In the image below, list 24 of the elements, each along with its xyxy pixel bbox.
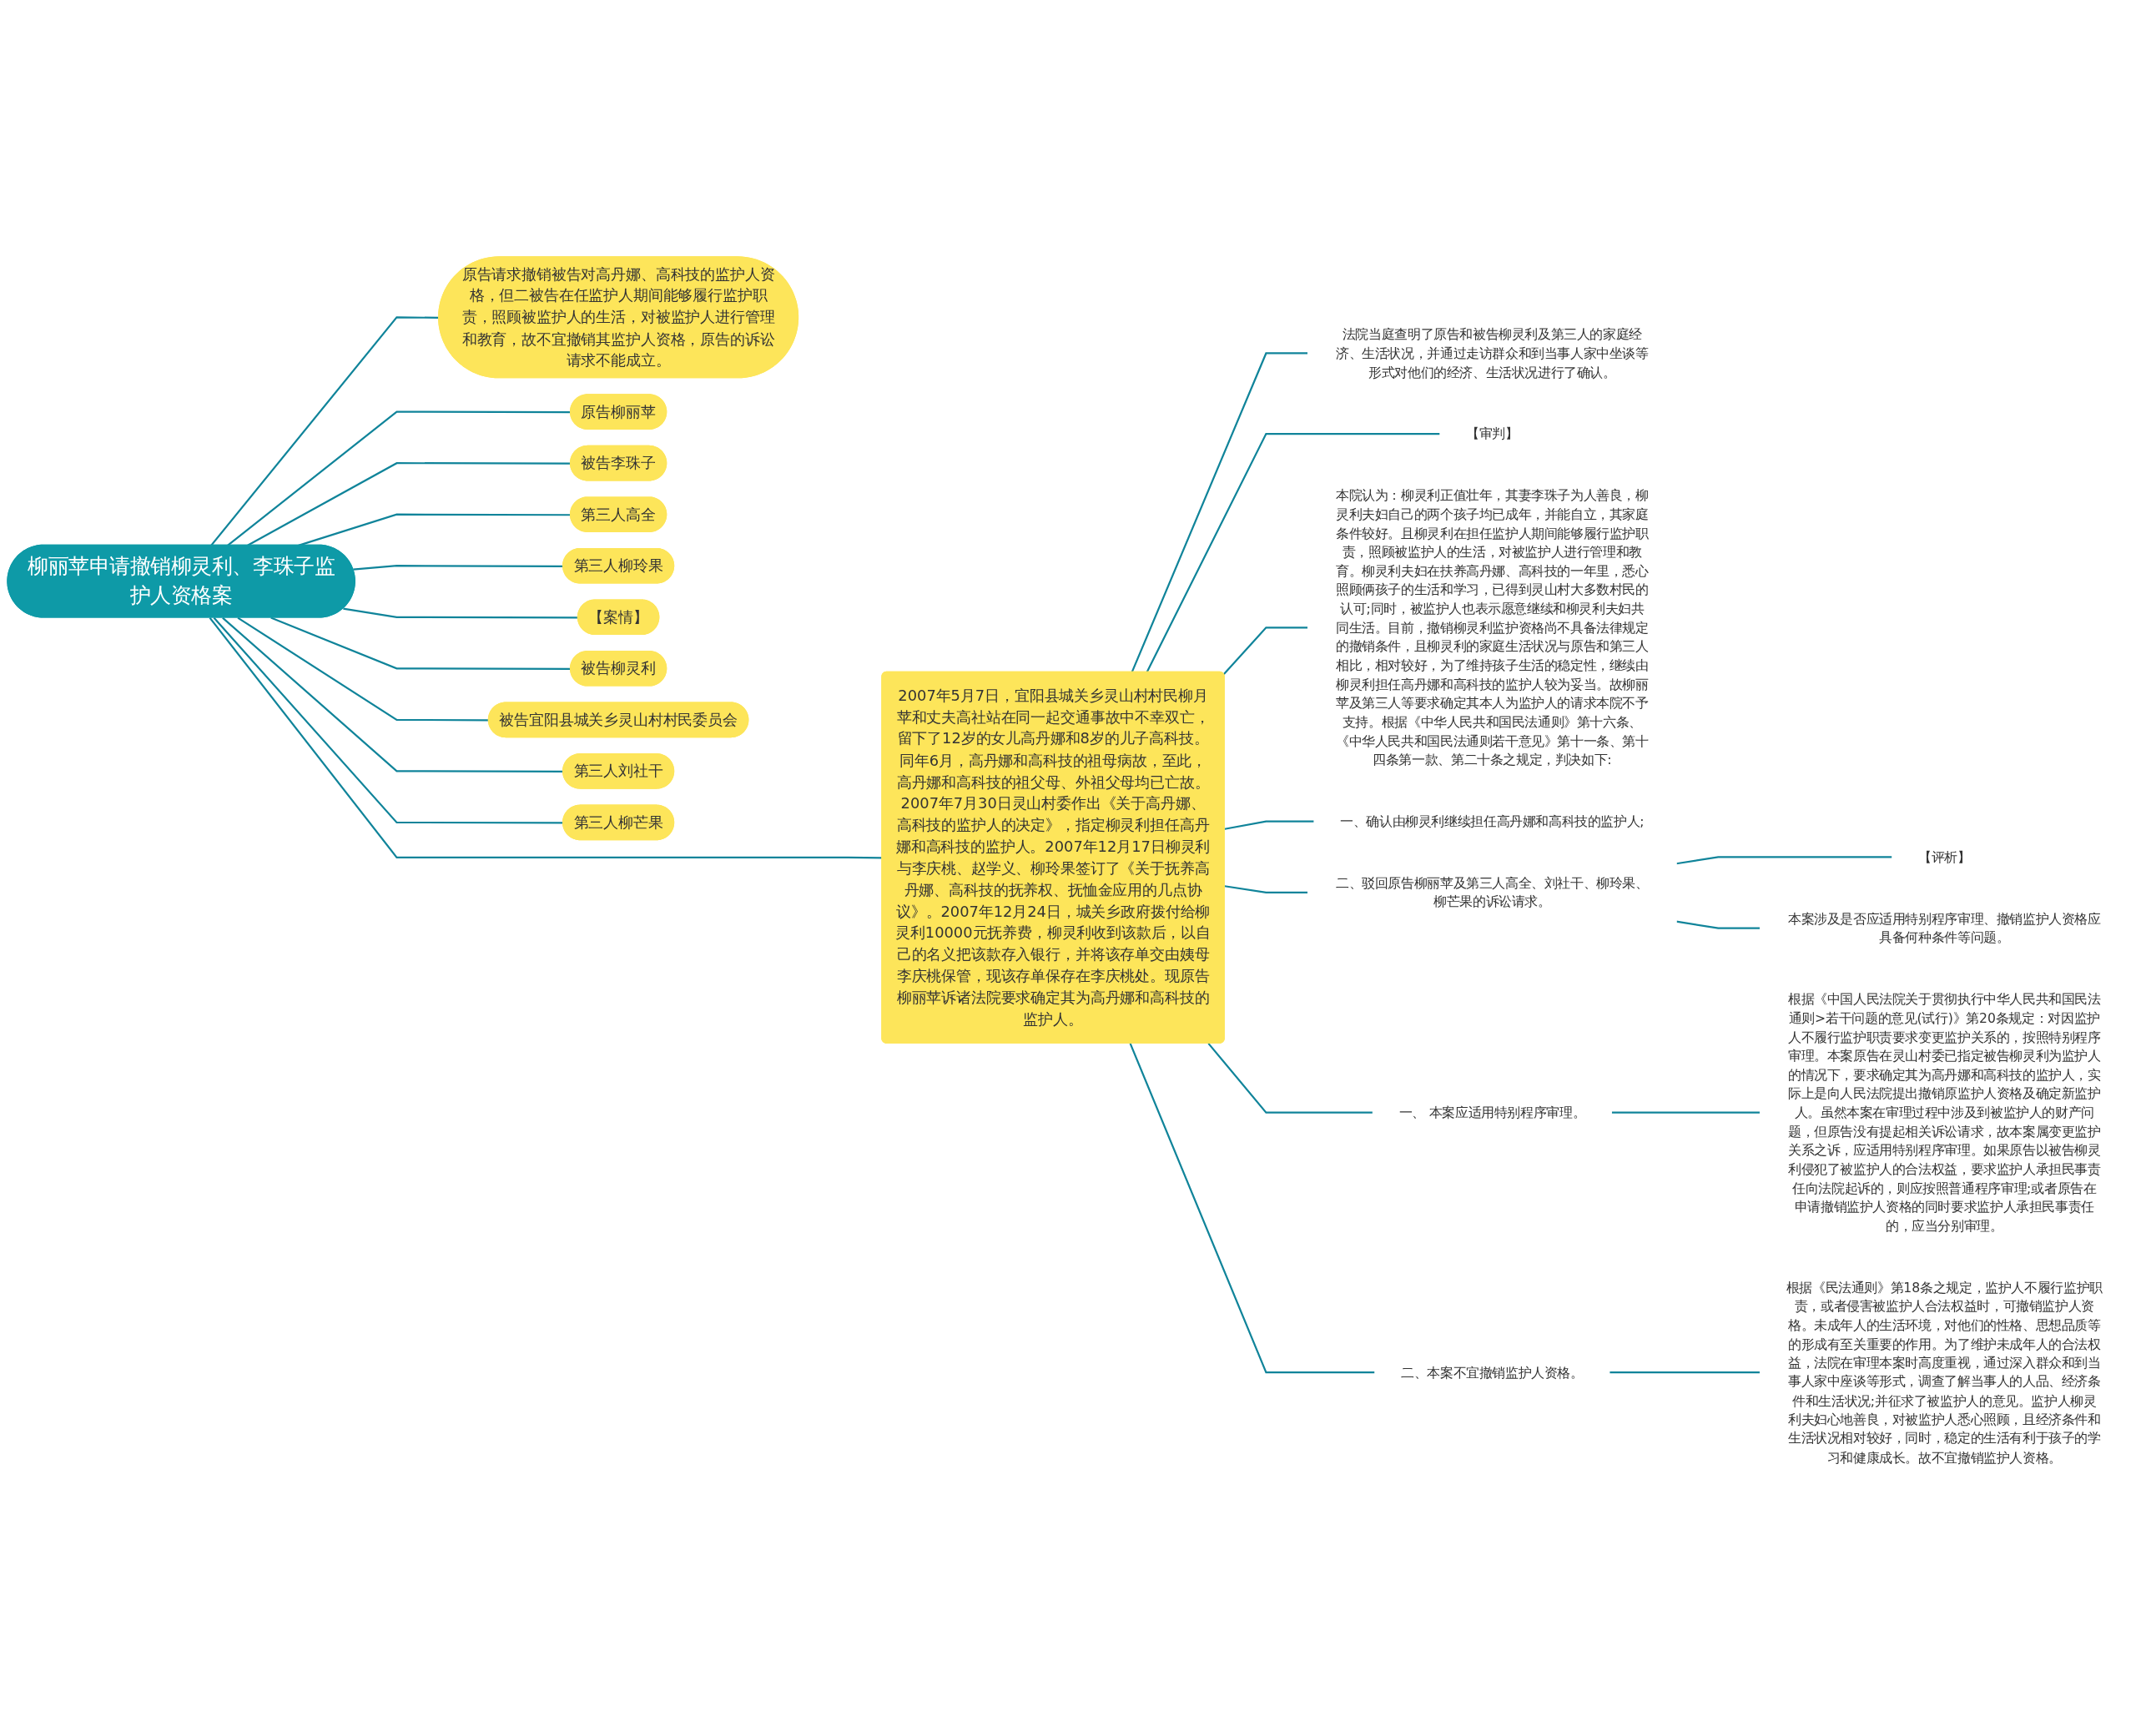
node-text: 【评析】 [1918, 848, 1971, 864]
connector [1611, 1111, 1761, 1114]
connector [1675, 920, 1761, 929]
connector [237, 616, 489, 722]
connector [1222, 626, 1308, 675]
node-text: 一、 本案应适用特别程序审理。 [1398, 1104, 1586, 1120]
connector [1131, 351, 1308, 672]
node-text: 根据《中国人民法院关于贯彻执行中华人民共和国民法通则>若干问题的意见(试行)》第20条规定：对因监护人不履行监护职责要求变更监护关系的，按照特别程序审理。本案原告在灵山村委已指定被告柳灵利为监护人的情况下，要求确定其为高丹娜和高科技的监护人，实际上是向人民法院提出撤销原监护人资格及确定新监护人。虽然本案在审理过程中涉及到被监护人的财产问题，但原告没有提起相关诉讼请求，故本案属变更监护关系之诉，应适用特别程序审理。如果原告以被告柳灵利侵犯了被监护人的合法权益，要求监护人承担民事责任向法院起诉的，则应按照普通程序审理;或者原告在申请撤销监护人资格的同时要求监护人承担民事责任的，应当分别审理。 [1787, 991, 2101, 1233]
node-text: 本案涉及是否应适用特别程序审理、撤销监护人资格应具备何种条件等问题。 [1787, 910, 2101, 945]
connector [1207, 1042, 1373, 1114]
connector [1675, 855, 1892, 864]
connector [1146, 432, 1440, 672]
node-text: 一、确认由柳灵利继续担任高丹娜和高科技的监护人; [1340, 813, 1645, 829]
connector [343, 607, 578, 618]
connector [1224, 884, 1308, 893]
node-text: 二、本案不宜撤销监护人资格。 [1401, 1364, 1584, 1380]
node-text: 本院认为：柳灵利正值壮年，其妻李珠子为人善良，柳灵利夫妇自己的两个孩子均已成年，并能自立，其家庭条件较好。且柳灵利在担任监护人期间能够履行监护职责，照顾被监护人的生活，对被监护人进行管理和教育。柳灵利夫妇在扶养高丹娜、高科技的一年里，悉心照顾俩孩子的生活和学习，已得到灵山村大多数村民的认可;同时，被监护人也表示愿意继续和柳灵利夫妇共同生活。目前，撤销柳灵利监护资格尚不具备法律规定的撤销条件，且柳灵利的家庭生活状况与原告和第三人相比，相对较好，为了维持孩子生活的稳定性，继续由柳灵利担任高丹娜和高科技的监护人较为妥当。故柳丽苹及第三人等要求确定其本人为监护人的请求本院不予支持。根据《中华人民共和国民法通则》第十六条、《中华人民共和国民法通则若干意见》第十一条、第十四条第一款、第二十条之规定，判决如下: [1336, 487, 1649, 767]
node-text: 法院当庭查明了原告和被告柳灵利及第三人的家庭经济、生活状况，并通过走访群众和到当事人家中坐谈等形式对他们的经济、生活状况进行了确认。 [1336, 326, 1649, 380]
connector [1224, 820, 1314, 830]
node-text: 二、驳回原告柳丽苹及第三人高全、刘社干、柳玲果、柳芒果的诉讼请求。 [1336, 875, 1649, 909]
node-text: 根据《民法通则》第18条之规定，监护人不履行监护职责，或者侵害被监护人合法权益时，可撤销监护人资格。未成年人的生活环境，对他们的性格、思想品质等的形成有至关重要的作用。为了维护未成年人的合法权益，法院在审理本案时高度重视，通过深入群众和到当事人家中座谈等形式，调查了解当事人的人品、经济条件和生活状况;并征求了被监护人的意见。监护人柳灵利夫妇心地善良，对被监护人悉心照顾，且经济条件和生活状况相对较好，同时，稳定的生活有利于孩子的学习和健康成长。故不宜撤销监护人资格。 [1786, 1279, 2103, 1465]
connector [1129, 1042, 1375, 1373]
node-text: 【审判】 [1466, 425, 1519, 441]
connector [1609, 1371, 1761, 1373]
